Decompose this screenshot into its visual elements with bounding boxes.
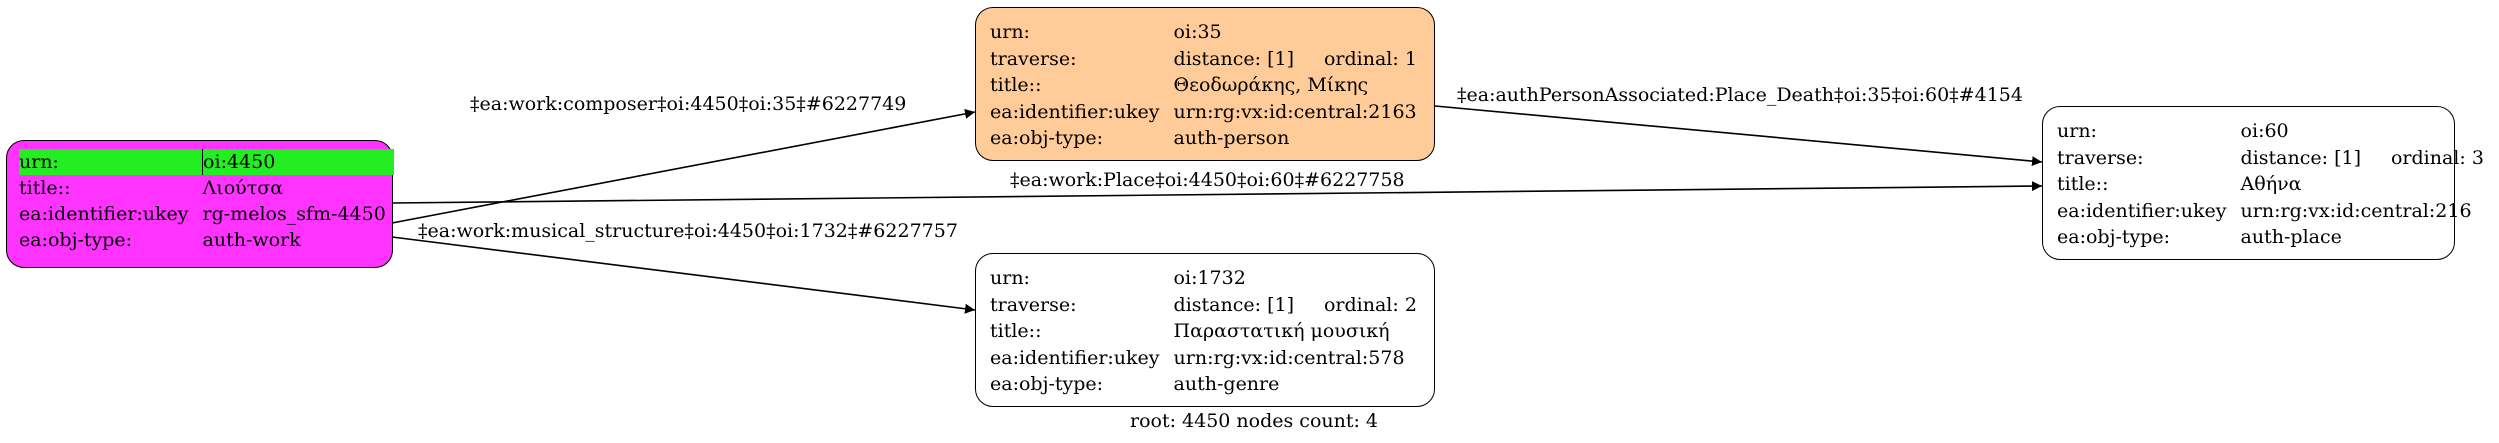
node-table: urn: oi:35 traverse: distance: [1] ordinal: … [990, 19, 1425, 152]
node-row-key: urn: [990, 21, 1030, 43]
node-row-value: distance: [1] [2240, 146, 2361, 169]
node-row-value: auth-place [2240, 226, 2342, 248]
node-row-key: ea:identifier:ukey [990, 100, 1160, 123]
node-row-value-secondary: ordinal: 1 [1323, 47, 1417, 70]
node-row: ea:obj-type: auth-person [990, 125, 1425, 152]
node-row-key: urn: [19, 149, 204, 175]
edge-place [391, 181, 2043, 204]
edge-musical-structure [391, 236, 976, 314]
node-row-key: title:: [990, 74, 1042, 96]
node-row-value: distance: [1] [1173, 47, 1294, 70]
edge-label-place: ‡ea:work:Place‡oi:4450‡oi:60‡#6227758 [1010, 169, 1405, 191]
node-oi-35[interactable]: urn: oi:35 traverse: distance: [1] ordinal: … [975, 7, 1435, 161]
node-row: title::Παραστατική μουσική [990, 318, 1425, 345]
graph-footer: root: 4450 nodes count: 4 [1130, 410, 1379, 432]
node-row-value: urn:rg:vx:id:central:2163 [1173, 100, 1417, 123]
node-row-value-secondary: ordinal: 3 [2390, 146, 2484, 169]
edge-label-musical-structure: ‡ea:work:musical_structure‡oi:4450‡oi:17… [418, 220, 958, 242]
node-row: urn: oi:60 [2057, 118, 2492, 145]
node-oi-60[interactable]: urn: oi:60 traverse: distance: [1] ordinal: … [2042, 106, 2484, 260]
node-row-key: urn: [2057, 120, 2097, 142]
node-row: ea:obj-type: auth-place [2057, 224, 2492, 251]
node-row-value: rg-melos_sfm-4450 [202, 203, 386, 225]
node-row-value-secondary: ordinal: 2 [1323, 293, 1417, 316]
node-row-value: distance: [1] [1173, 293, 1294, 316]
node-row: title::Λιούτσα [19, 175, 394, 201]
edge-person-place-death [1434, 105, 2043, 167]
node-row: ea:identifier:ukey urn:rg:vx:id:central:2… [2057, 198, 2492, 225]
node-row-key: title:: [2057, 173, 2109, 195]
node-row: urn:oi:4450 [19, 149, 394, 175]
node-table: urn: oi:60 traverse: distance: [1] ordinal: … [2057, 118, 2492, 251]
node-row-value: auth-work [202, 229, 301, 251]
node-row-key: urn: [990, 267, 1030, 289]
node-row-value: Παραστατική μουσική [1173, 320, 1390, 342]
node-table: urn: oi:1732 traverse: distance: [1] ordinal… [990, 265, 1425, 398]
node-row: urn: oi:35 [990, 19, 1425, 46]
node-row: traverse: distance: [1] ordinal: 1 [990, 46, 1425, 73]
node-row-key: title:: [19, 177, 71, 199]
edge-composer [391, 108, 976, 224]
node-row-key: ea:identifier:ukey [2057, 199, 2227, 222]
node-row-key: traverse: [2057, 146, 2144, 169]
node-row-value: Λιούτσα [202, 177, 284, 199]
edge-label-person-place-death: ‡ea:authPersonAssociated:Place_Death‡oi:… [1457, 84, 2023, 106]
node-row-key: ea:identifier:ukey [990, 346, 1160, 369]
node-row-key: traverse: [990, 47, 1077, 70]
node-row: ea:identifier:ukey rg-melos_sfm-4450 [19, 201, 394, 227]
node-row: ea:identifier:ukey urn:rg:vx:id:central:5… [990, 345, 1425, 372]
node-row: urn: oi:1732 [990, 265, 1425, 292]
node-oi-1732[interactable]: urn: oi:1732 traverse: distance: [1] ordinal… [975, 253, 1435, 407]
node-row-key: ea:obj-type: [2057, 226, 2171, 248]
node-row-key: ea:obj-type: [19, 229, 133, 251]
node-row-value: oi:35 [1173, 21, 1222, 43]
node-row-value: urn:rg:vx:id:central:578 [1173, 346, 1405, 369]
node-row-key: traverse: [990, 293, 1077, 316]
node-row-key: ea:obj-type: [990, 127, 1104, 149]
node-row: traverse: distance: [1] ordinal: 3 [2057, 145, 2492, 172]
node-row-value: auth-person [1173, 127, 1290, 149]
node-row: ea:identifier:ukey urn:rg:vx:id:central:2… [990, 99, 1425, 126]
node-row-key: ea:identifier:ukey [19, 203, 189, 225]
node-row-value: Θεοδωράκης, Μίκης [1173, 74, 1369, 96]
node-row-value: oi:4450 [202, 149, 394, 175]
node-row-value: urn:rg:vx:id:central:216 [2240, 199, 2472, 222]
node-row-value: oi:1732 [1173, 267, 1246, 289]
node-row: ea:obj-type: auth-work [19, 227, 394, 253]
node-row-key: ea:obj-type: [990, 373, 1104, 395]
node-row: title::Θεοδωράκης, Μίκης [990, 72, 1425, 99]
node-row-value: auth-genre [1173, 373, 1280, 395]
node-row: title::Αθήνα [2057, 171, 2492, 198]
node-row-key: title:: [990, 320, 1042, 342]
node-row-value: Αθήνα [2240, 173, 2302, 195]
node-row: traverse: distance: [1] ordinal: 2 [990, 292, 1425, 319]
edge-label-composer: ‡ea:work:composer‡oi:4450‡oi:35‡#6227749 [470, 93, 907, 115]
node-row: ea:obj-type: auth-genre [990, 371, 1425, 398]
node-row-value: oi:60 [2240, 120, 2289, 142]
